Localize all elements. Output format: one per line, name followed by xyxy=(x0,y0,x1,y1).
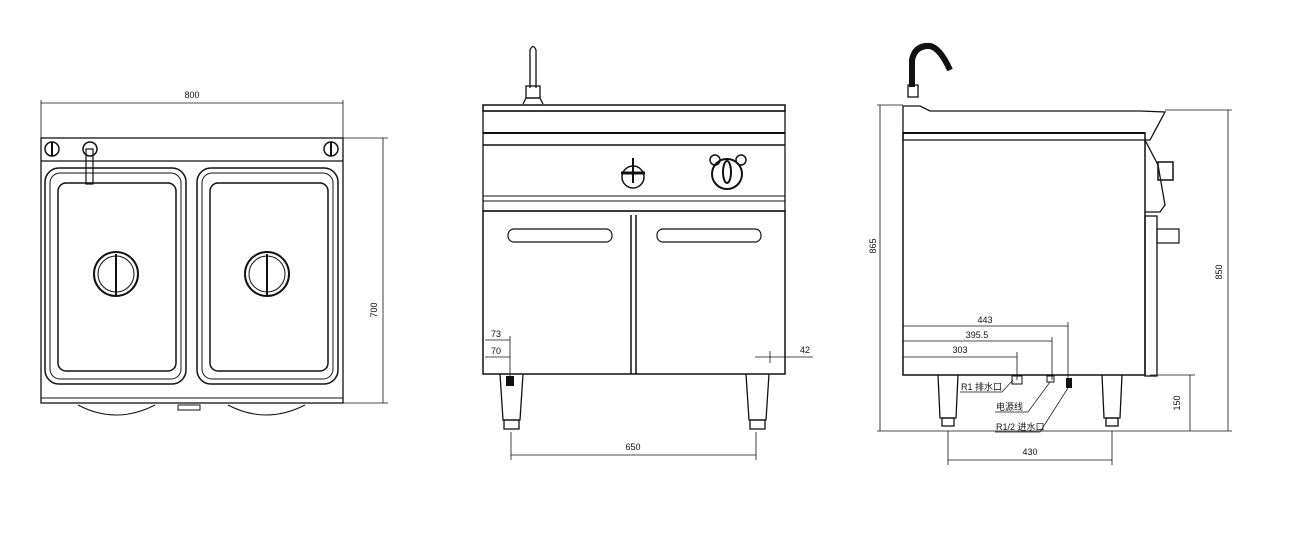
dim-395-5: 395.5 xyxy=(966,330,989,340)
label-drain: R1 排水口 xyxy=(961,381,1002,392)
side-view: 443 395.5 303 R1 排水口 电源线 R1/2 进水口 865 85… xyxy=(868,42,1232,465)
label-inlet: R1/2 进水口 xyxy=(996,421,1045,432)
dim-70: 70 xyxy=(491,346,501,356)
dim-430: 430 xyxy=(1022,447,1037,457)
top-view: 800 700 xyxy=(40,90,388,416)
dim-42: 42 xyxy=(800,345,810,355)
dim-865: 865 xyxy=(868,238,878,253)
dim-150: 150 xyxy=(1172,395,1182,410)
dim-850: 850 xyxy=(1214,264,1224,279)
front-view: 73 70 42 650 xyxy=(482,45,813,460)
dim-303: 303 xyxy=(952,345,967,355)
dim-650: 650 xyxy=(625,442,640,452)
label-power-cord: 电源线 xyxy=(996,401,1023,412)
dim-443: 443 xyxy=(977,315,992,325)
dim-depth: 700 xyxy=(369,302,379,317)
dim-73: 73 xyxy=(491,329,501,339)
dim-width: 800 xyxy=(184,90,199,100)
